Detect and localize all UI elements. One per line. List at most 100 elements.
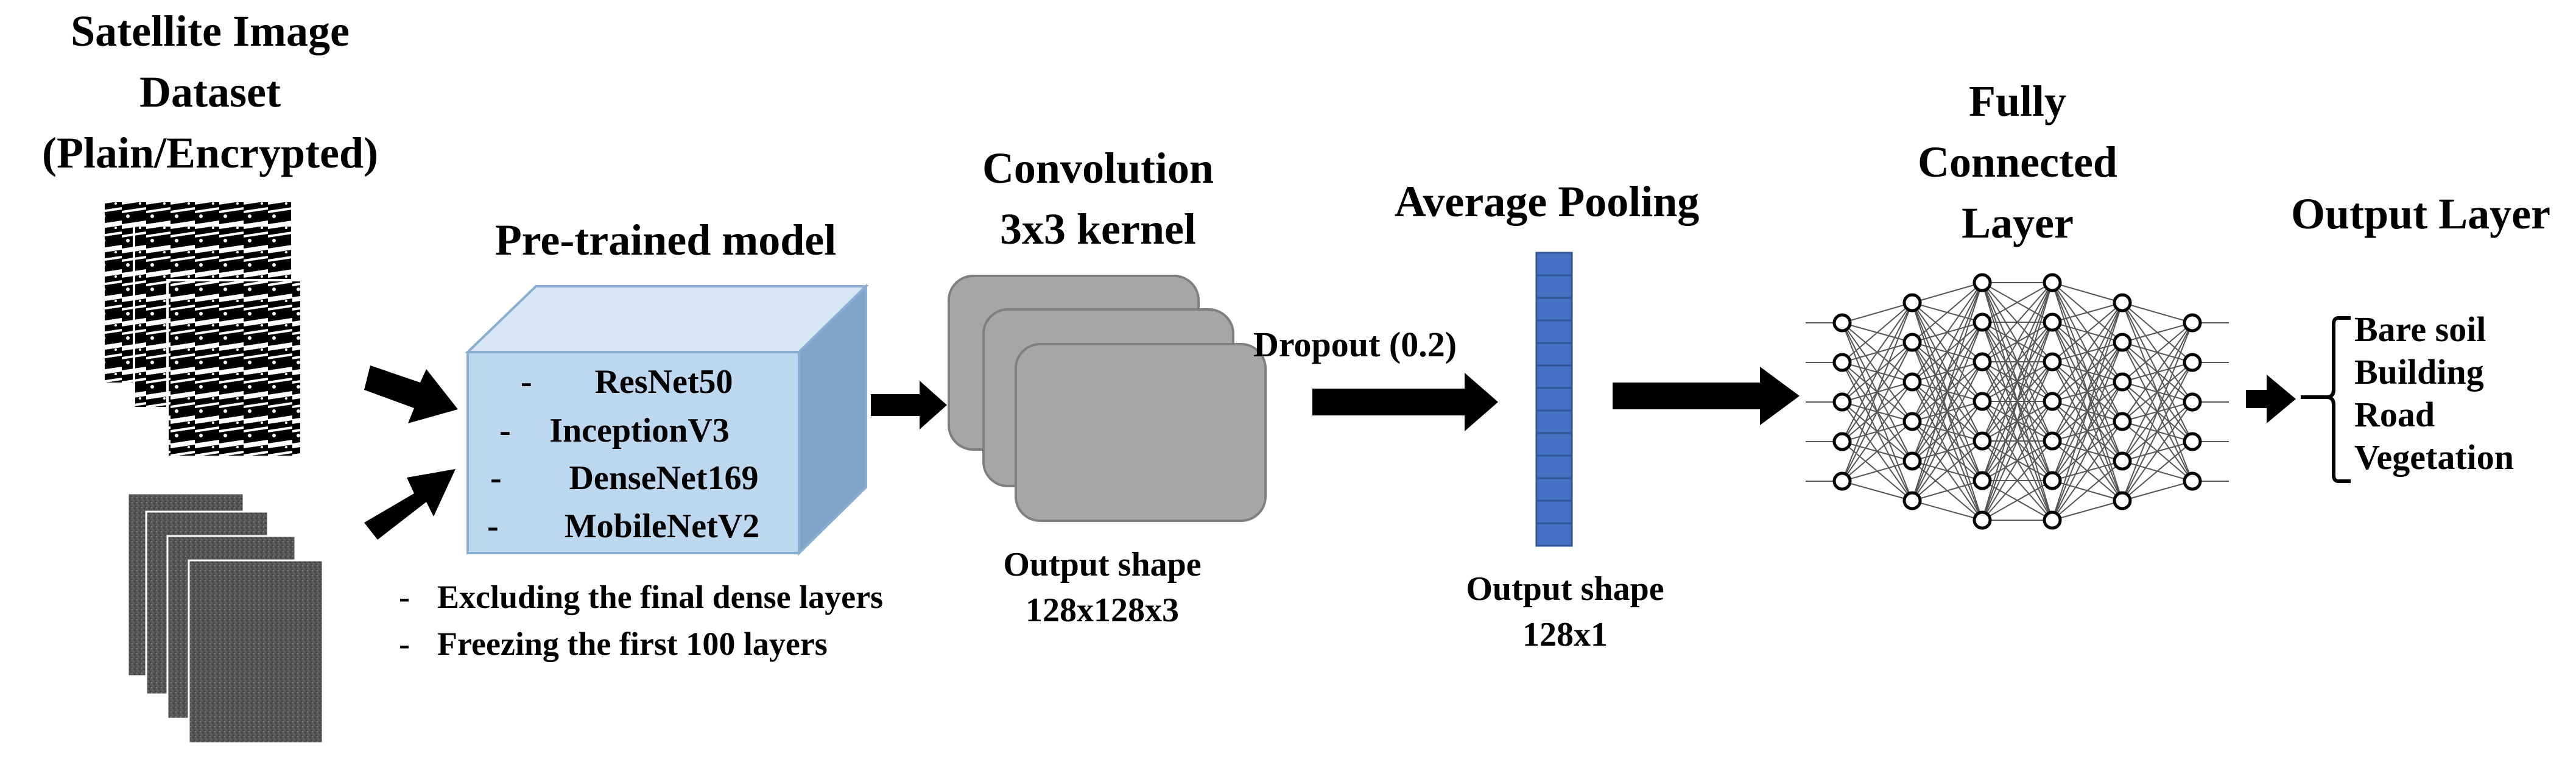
network-edge [2122, 322, 2193, 383]
network-node [1902, 293, 1922, 312]
network-node [1972, 510, 1992, 530]
pretrained-title: Pre-trained model [495, 216, 837, 264]
network-edge [2052, 342, 2123, 521]
network-edge [1912, 401, 1983, 501]
network-edge [2052, 500, 2123, 521]
network-edge [2122, 322, 2193, 422]
network-node [2113, 451, 2132, 471]
network-node [1972, 352, 1992, 372]
network-edge [2052, 302, 2123, 521]
convolution-title-line-2: 3x3 kernel [1000, 205, 1196, 253]
network-edge [1842, 421, 1913, 482]
network-node [1972, 312, 1992, 332]
convolution-kernel-stack-icon [948, 275, 1267, 522]
network-edge [2052, 302, 2123, 481]
pooling-cell [1535, 454, 1573, 479]
dropout-label: Dropout (0.2) [1253, 325, 1457, 364]
network-node [2113, 491, 2132, 510]
network-node [2113, 412, 2132, 431]
convolution-output-line-1: Output shape [1003, 546, 1201, 584]
pooling-cell [1535, 499, 1573, 524]
convolution-output: Output shape 128x128x3 [1003, 546, 1201, 629]
network-edge [2122, 362, 2193, 501]
model-list: - ResNet50 - InceptionV3 - DenseNet169 -… [487, 363, 759, 545]
pooling-cell [1535, 319, 1573, 344]
network-edge [1842, 481, 1913, 501]
dataset-title-line-1: Satellite Image [71, 7, 350, 55]
network-edge [2052, 381, 2123, 521]
note-dash-2: - [399, 626, 410, 662]
convolution-title: Convolution 3x3 kernel [982, 144, 1214, 253]
fc-title: Fully Connected Layer [1918, 77, 2117, 247]
network-edge [1982, 401, 2053, 521]
network-edge [1982, 282, 2053, 402]
satellite-image-stack-icon [102, 200, 303, 458]
network-edge [1982, 282, 2053, 362]
network-node [1972, 431, 1992, 451]
network-edge [1912, 500, 1983, 521]
arrow-plain-to-model-icon [364, 365, 458, 423]
note-exclude-dense: Excluding the final dense layers [437, 579, 883, 615]
network-edge [1912, 282, 1983, 462]
network-edge [2052, 302, 2123, 402]
pooling-title: Average Pooling [1395, 177, 1700, 226]
network-connections [1806, 282, 2229, 521]
neural-network-icon [1806, 273, 2229, 530]
fc-title-line-3: Layer [1962, 199, 2074, 247]
network-edge [2122, 322, 2193, 343]
network-node [2183, 471, 2202, 491]
network-edge [1912, 282, 1983, 343]
network-edge [2122, 322, 2193, 462]
network-node [1832, 313, 1852, 333]
network-edge [2122, 302, 2193, 323]
network-node [1972, 392, 1992, 411]
pretrained-notes: - Excluding the final dense layers - Fre… [399, 579, 883, 662]
model-item-inceptionv3: InceptionV3 [549, 412, 730, 450]
dataset-title-line-3: (Plain/Encrypted) [42, 129, 378, 177]
arrow-pool-to-fc-icon [1613, 367, 1800, 425]
network-node [2113, 293, 2132, 312]
network-node [1902, 372, 1922, 392]
network-edge [1912, 440, 1983, 501]
network-node [2183, 353, 2202, 372]
network-edge [1982, 282, 2053, 521]
network-edge [2122, 401, 2193, 501]
output-brace-icon [2301, 316, 2351, 483]
dataset-title-line-2: Dataset [139, 68, 281, 116]
encrypted-image-stack-icon [127, 492, 324, 744]
network-edge [2052, 302, 2123, 323]
pooling-cell [1535, 252, 1573, 277]
output-class-vegetation: Vegetation [2354, 437, 2514, 477]
network-node [2113, 333, 2132, 352]
pooling-vector-icon [1535, 252, 1573, 547]
network-edge [1912, 361, 1983, 501]
network-edge [1912, 282, 1983, 501]
note-dash-1: - [399, 579, 410, 615]
model-dash-1: - [521, 363, 532, 401]
network-edge [2052, 302, 2123, 362]
fc-title-line-2: Connected [1918, 138, 2117, 186]
pooling-cell [1535, 342, 1573, 367]
network-node [1902, 491, 1922, 510]
pooling-output-line-2: 128x1 [1522, 616, 1608, 654]
network-edge [1912, 322, 1983, 501]
pooling-cell [1535, 274, 1573, 299]
model-item-densenet169: DenseNet169 [569, 459, 758, 497]
network-node [1832, 432, 1852, 451]
network-edge [2052, 302, 2123, 442]
network-node [2043, 352, 2062, 372]
network-node [2043, 431, 2062, 451]
note-freeze-layers: Freezing the first 100 layers [437, 626, 828, 662]
model-dash-4: - [487, 507, 499, 545]
network-edge [1982, 282, 2053, 323]
pooling-cell [1535, 364, 1573, 389]
network-edge [1912, 282, 1983, 303]
pooling-output-line-1: Output shape [1466, 570, 1664, 608]
arrow-to-output-icon [2246, 375, 2296, 423]
network-edge [2122, 481, 2193, 501]
network-edge [1912, 480, 1983, 501]
network-edge [2052, 460, 2123, 521]
network-edge [2122, 441, 2193, 501]
network-edge [1912, 282, 1983, 422]
model-item-resnet50: ResNet50 [594, 363, 733, 401]
